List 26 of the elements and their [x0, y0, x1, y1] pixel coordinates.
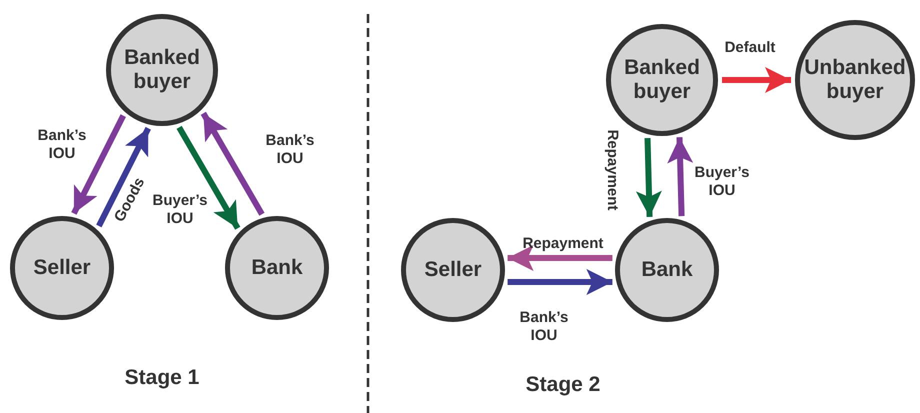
- edge-label: Bank’s IOU: [36, 127, 88, 163]
- node-label: Bank: [641, 258, 693, 282]
- arrow: [722, 67, 791, 93]
- edge-label: Bank’s IOU: [518, 309, 570, 345]
- arrow: [200, 112, 265, 216]
- node-label: Unbanked buyer: [803, 56, 907, 104]
- edge-label: Buyer’s IOU: [151, 192, 209, 228]
- node-label: Seller: [424, 258, 482, 282]
- arrow: [636, 138, 662, 218]
- arrow: [176, 126, 240, 230]
- node-label: Seller: [33, 256, 91, 280]
- arrow: [508, 245, 612, 271]
- arrow: [667, 137, 694, 216]
- arrow: [71, 114, 126, 215]
- arrow: [508, 269, 612, 295]
- edge-label: Repayment: [522, 235, 604, 253]
- edge-label: Bank’s IOU: [264, 132, 316, 168]
- arrow: [96, 126, 151, 228]
- node-label: Banked buyer: [623, 56, 701, 104]
- edge-label: Repayment: [603, 130, 621, 210]
- edge-label: Default: [724, 39, 776, 57]
- node-label: Bank: [251, 256, 303, 280]
- edge-label: Buyer’s IOU: [693, 164, 751, 200]
- node-label: Banked buyer: [123, 46, 201, 94]
- stage-label: Stage 1: [124, 366, 200, 390]
- stage-label: Stage 2: [526, 373, 600, 397]
